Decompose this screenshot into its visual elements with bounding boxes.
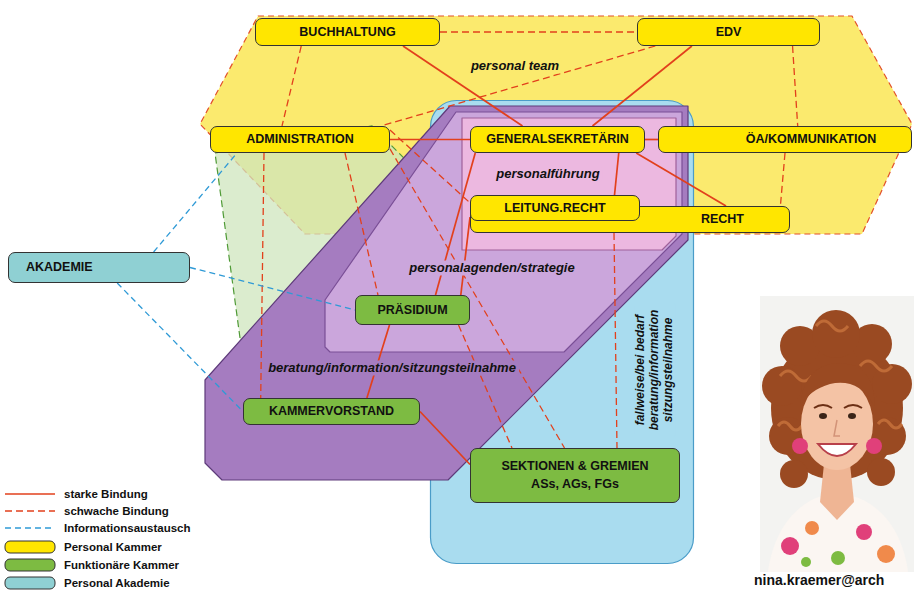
board-box: SEKTIONEN & GREMIEN ASs, AGs, FGs xyxy=(470,448,680,503)
legend-text: Personal Akademie xyxy=(64,577,170,589)
board-box: PRÄSIDIUM xyxy=(355,295,470,325)
board-box: KAMMERVORSTAND xyxy=(243,398,420,425)
region-label: fallweise/bei bedarf beratung/informatio… xyxy=(634,303,675,437)
box-label: EDV xyxy=(716,25,742,40)
unit-box: BUCHHALTUNG xyxy=(255,18,440,46)
box-label: ÖA/KOMMUNIKATION xyxy=(746,132,876,147)
unit-box: LEITUNG.RECHT xyxy=(470,195,640,221)
legend-text: Informationsaustausch xyxy=(64,522,191,534)
region-label: personal team xyxy=(468,59,562,74)
strategy-band-outer-outline xyxy=(205,106,688,480)
legend-row: Informationsaustausch xyxy=(4,520,191,536)
box-label: KAMMERVORSTAND xyxy=(269,404,394,419)
legend-row: Personal Akademie xyxy=(4,575,170,591)
box-label: RECHT xyxy=(701,212,744,227)
legend-swatch xyxy=(5,541,55,553)
legend-text: starke Bindung xyxy=(64,488,148,500)
unit-box: EDV xyxy=(637,18,820,46)
legend-swatch-frame xyxy=(4,575,56,591)
portrait-photo xyxy=(760,296,914,572)
label-anchor: personalagenden/strategie xyxy=(406,261,577,276)
legend-row: Personal Kammer xyxy=(4,539,162,555)
unit-box: ADMINISTRATION xyxy=(210,126,390,153)
label-anchor: fallweise/bei bedarf beratung/informatio… xyxy=(634,303,675,437)
legend-row: starke Bindung xyxy=(4,486,148,502)
label-anchor: personal team xyxy=(468,59,562,74)
box-label: ASs, AGs, FGs xyxy=(531,477,619,492)
legend-swatch-frame xyxy=(4,557,56,573)
label-anchor: personalführung xyxy=(493,167,602,182)
label-anchor: nina.kraemer@arch xyxy=(754,572,884,588)
legend-line-sample xyxy=(4,520,56,536)
region-label: beratung/information/sitzungsteilnahme xyxy=(265,361,519,376)
box-label: ADMINISTRATION xyxy=(246,132,353,147)
legend-line xyxy=(5,493,55,495)
region-label: personalagenden/strategie xyxy=(406,261,577,276)
legend-text: Funktionäre Kammer xyxy=(64,559,179,571)
legend-line-sample xyxy=(4,503,56,519)
unit-box: ÖA/KOMMUNIKATION xyxy=(658,126,912,153)
box-label: SEKTIONEN & GREMIEN xyxy=(501,459,648,474)
legend-swatch xyxy=(5,559,55,571)
strategy-band-outer: beratung/information/sitzungsteilnahme pe… xyxy=(205,106,688,480)
unit-box: GENERALSEKRETÄRIN xyxy=(470,126,645,153)
legend-text: Personal Kammer xyxy=(64,541,162,553)
strategy-band-inner-outline xyxy=(325,112,682,352)
legend-line xyxy=(5,510,55,511)
legend-swatch xyxy=(5,577,55,589)
box-label: LEITUNG.RECHT xyxy=(504,201,605,216)
legend-line-sample xyxy=(4,486,56,502)
academy-box: AKADEMIE xyxy=(8,252,190,283)
box-label: GENERALSEKRETÄRIN xyxy=(486,132,628,147)
legend-swatch-frame xyxy=(4,539,56,555)
box-label: PRÄSIDIUM xyxy=(377,303,447,318)
email-address: nina.kraemer@arch xyxy=(754,572,884,588)
legend-row: Funktionäre Kammer xyxy=(4,557,179,573)
leadership-band-outline xyxy=(462,118,676,250)
box-label: AKADEMIE xyxy=(26,260,93,275)
legend-row: schwache Bindung xyxy=(4,503,169,519)
box-label: BUCHHALTUNG xyxy=(299,25,395,40)
legend-text: schwache Bindung xyxy=(64,505,169,517)
legend-line xyxy=(5,527,55,528)
region-label: personalführung xyxy=(493,167,602,182)
label-anchor: beratung/information/sitzungsteilnahme xyxy=(265,361,519,376)
